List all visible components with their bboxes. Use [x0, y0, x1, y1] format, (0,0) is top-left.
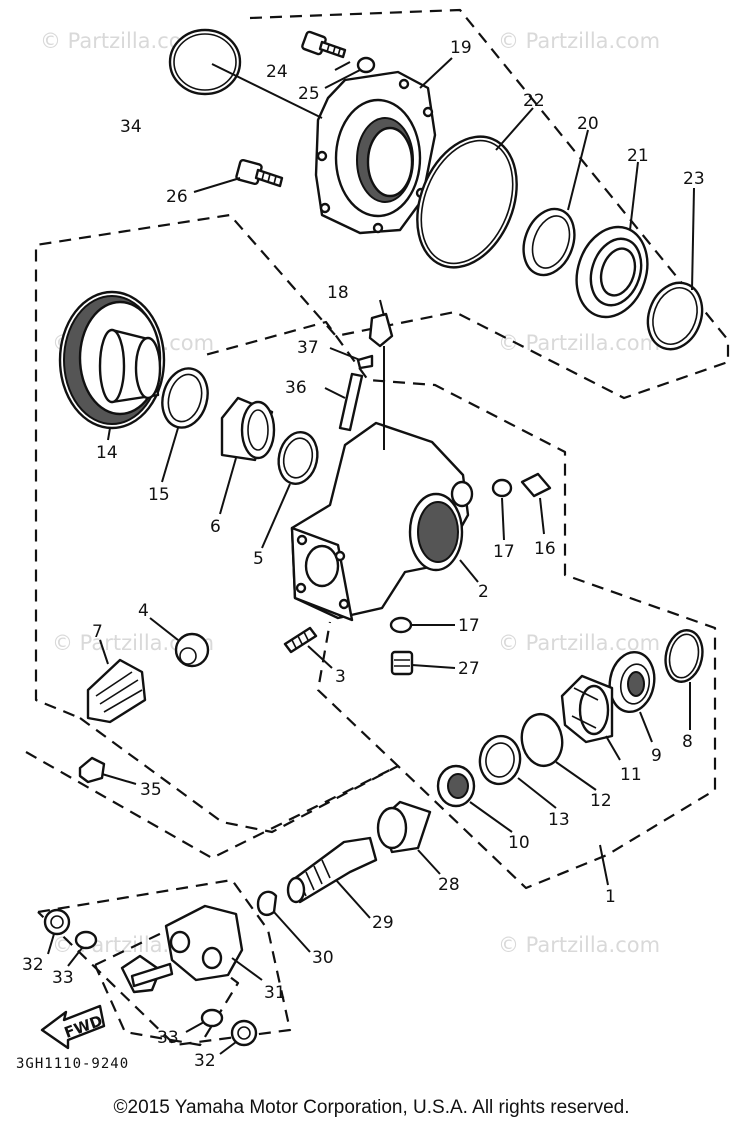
callout-12: 12 — [590, 791, 612, 811]
assembly-outline-upper — [34, 8, 730, 720]
assembly-outlines — [25, 8, 730, 1047]
bearing-28 — [376, 800, 432, 854]
oil-seal-13 — [478, 734, 522, 786]
clip-33-upper — [74, 930, 98, 950]
bolt-26 — [235, 158, 284, 188]
callout-13: 13 — [548, 810, 570, 830]
callout-4: 4 — [138, 601, 149, 621]
snap-ring-23 — [646, 281, 704, 351]
snap-ring-8 — [664, 629, 704, 683]
bearing-housing-19 — [314, 70, 437, 235]
callout-26: 26 — [166, 187, 188, 207]
callout-1: 1 — [605, 887, 616, 907]
o-ring-22 — [416, 135, 518, 269]
callout-34: 34 — [120, 117, 142, 137]
pinion-gear-7 — [86, 658, 147, 724]
watermarks: © Partzilla.com © Partzilla.com © Partzi… — [40, 29, 660, 957]
callout-17-upper: 17 — [493, 542, 515, 562]
diagram-code: 3GH1110-9240 — [16, 1056, 129, 1072]
o-ring-34-inner — [173, 33, 237, 91]
drain-plug-16 — [520, 472, 552, 498]
o-ring-12 — [520, 712, 564, 768]
watermark: © Partzilla.com — [498, 933, 660, 957]
forward-direction-arrow: FWD — [40, 1004, 106, 1050]
callout-5: 5 — [253, 549, 264, 569]
callout-6: 6 — [210, 517, 221, 537]
pin-36 — [338, 372, 364, 432]
exploded-parts-diagram: © Partzilla.com © Partzilla.com © Partzi… — [16, 8, 730, 1072]
washer-25 — [356, 56, 376, 74]
callout-25: 25 — [298, 84, 320, 104]
callout-10: 10 — [508, 833, 530, 853]
callout-9: 9 — [651, 746, 662, 766]
gear-case-2 — [290, 421, 474, 622]
bearing-4 — [174, 632, 210, 668]
bushing-32-lower — [230, 1019, 258, 1047]
filler-plug-27 — [390, 650, 414, 676]
stud-bolt-3 — [283, 626, 318, 654]
callout-8: 8 — [682, 732, 693, 752]
washer-17-lower — [389, 616, 413, 634]
bearing-21 — [575, 225, 649, 319]
callout-32-upper: 32 — [22, 955, 44, 975]
callout-17-lower: 17 — [458, 616, 480, 636]
leader-lines — [47, 57, 695, 1055]
circlip-30 — [256, 890, 278, 916]
callout-32-lower: 32 — [194, 1051, 216, 1071]
callout-27: 27 — [458, 659, 480, 679]
callout-28: 28 — [438, 875, 460, 895]
callout-18: 18 — [327, 283, 349, 303]
copyright-notice: ©2015 Yamaha Motor Corporation, U.S.A. A… — [113, 1097, 630, 1118]
watermark: © Partzilla.com — [498, 331, 660, 355]
callout-30: 30 — [312, 948, 334, 968]
needle-bearing-6 — [220, 396, 276, 462]
callout-labels: 1 2 3 4 5 6 7 8 9 10 11 12 13 14 15 16 1… — [22, 38, 705, 1071]
assembly-outline-joint — [37, 878, 292, 1047]
collar-11 — [560, 674, 614, 744]
callout-24: 24 — [266, 62, 288, 82]
callout-22: 22 — [523, 91, 545, 111]
collar-10 — [436, 764, 476, 808]
callout-23: 23 — [683, 169, 705, 189]
shim-20 — [522, 207, 576, 277]
assembly-outline-bevel — [25, 621, 400, 860]
o-ring-34 — [168, 28, 242, 96]
callout-7: 7 — [92, 622, 103, 642]
washer-17-upper — [491, 478, 513, 498]
oil-seal-15 — [161, 367, 209, 429]
callout-35: 35 — [140, 780, 162, 800]
yoke-31 — [164, 904, 244, 982]
bushing-32-upper — [43, 908, 71, 936]
callout-19: 19 — [450, 38, 472, 58]
fwd-label: FWD — [62, 1012, 105, 1042]
callout-15: 15 — [148, 485, 170, 505]
callout-33-upper: 33 — [52, 968, 74, 988]
callout-29: 29 — [372, 913, 394, 933]
breather-18 — [368, 312, 394, 348]
callout-33-lower: 33 — [157, 1028, 179, 1048]
drive-shaft-29 — [286, 836, 378, 904]
bearing-9 — [608, 651, 656, 713]
clip-33-lower — [200, 1008, 224, 1028]
clip-37 — [356, 354, 374, 370]
bolt-24 — [301, 30, 347, 59]
callout-2: 2 — [478, 582, 489, 602]
universal-joint-spider — [120, 954, 174, 994]
nut-35 — [78, 756, 106, 784]
shim-5 — [277, 431, 319, 485]
callout-37: 37 — [297, 338, 319, 358]
callout-21: 21 — [627, 146, 649, 166]
ring-gear-14 — [58, 290, 166, 430]
callout-36: 36 — [285, 378, 307, 398]
watermark: © Partzilla.com — [498, 631, 660, 655]
watermark: © Partzilla.com — [498, 29, 660, 53]
callout-31: 31 — [264, 983, 286, 1003]
callout-14: 14 — [96, 443, 118, 463]
callout-16: 16 — [534, 539, 556, 559]
callout-20: 20 — [577, 114, 599, 134]
callout-3: 3 — [335, 667, 346, 687]
assembly-outline-lower — [79, 320, 717, 890]
callout-11: 11 — [620, 765, 642, 785]
